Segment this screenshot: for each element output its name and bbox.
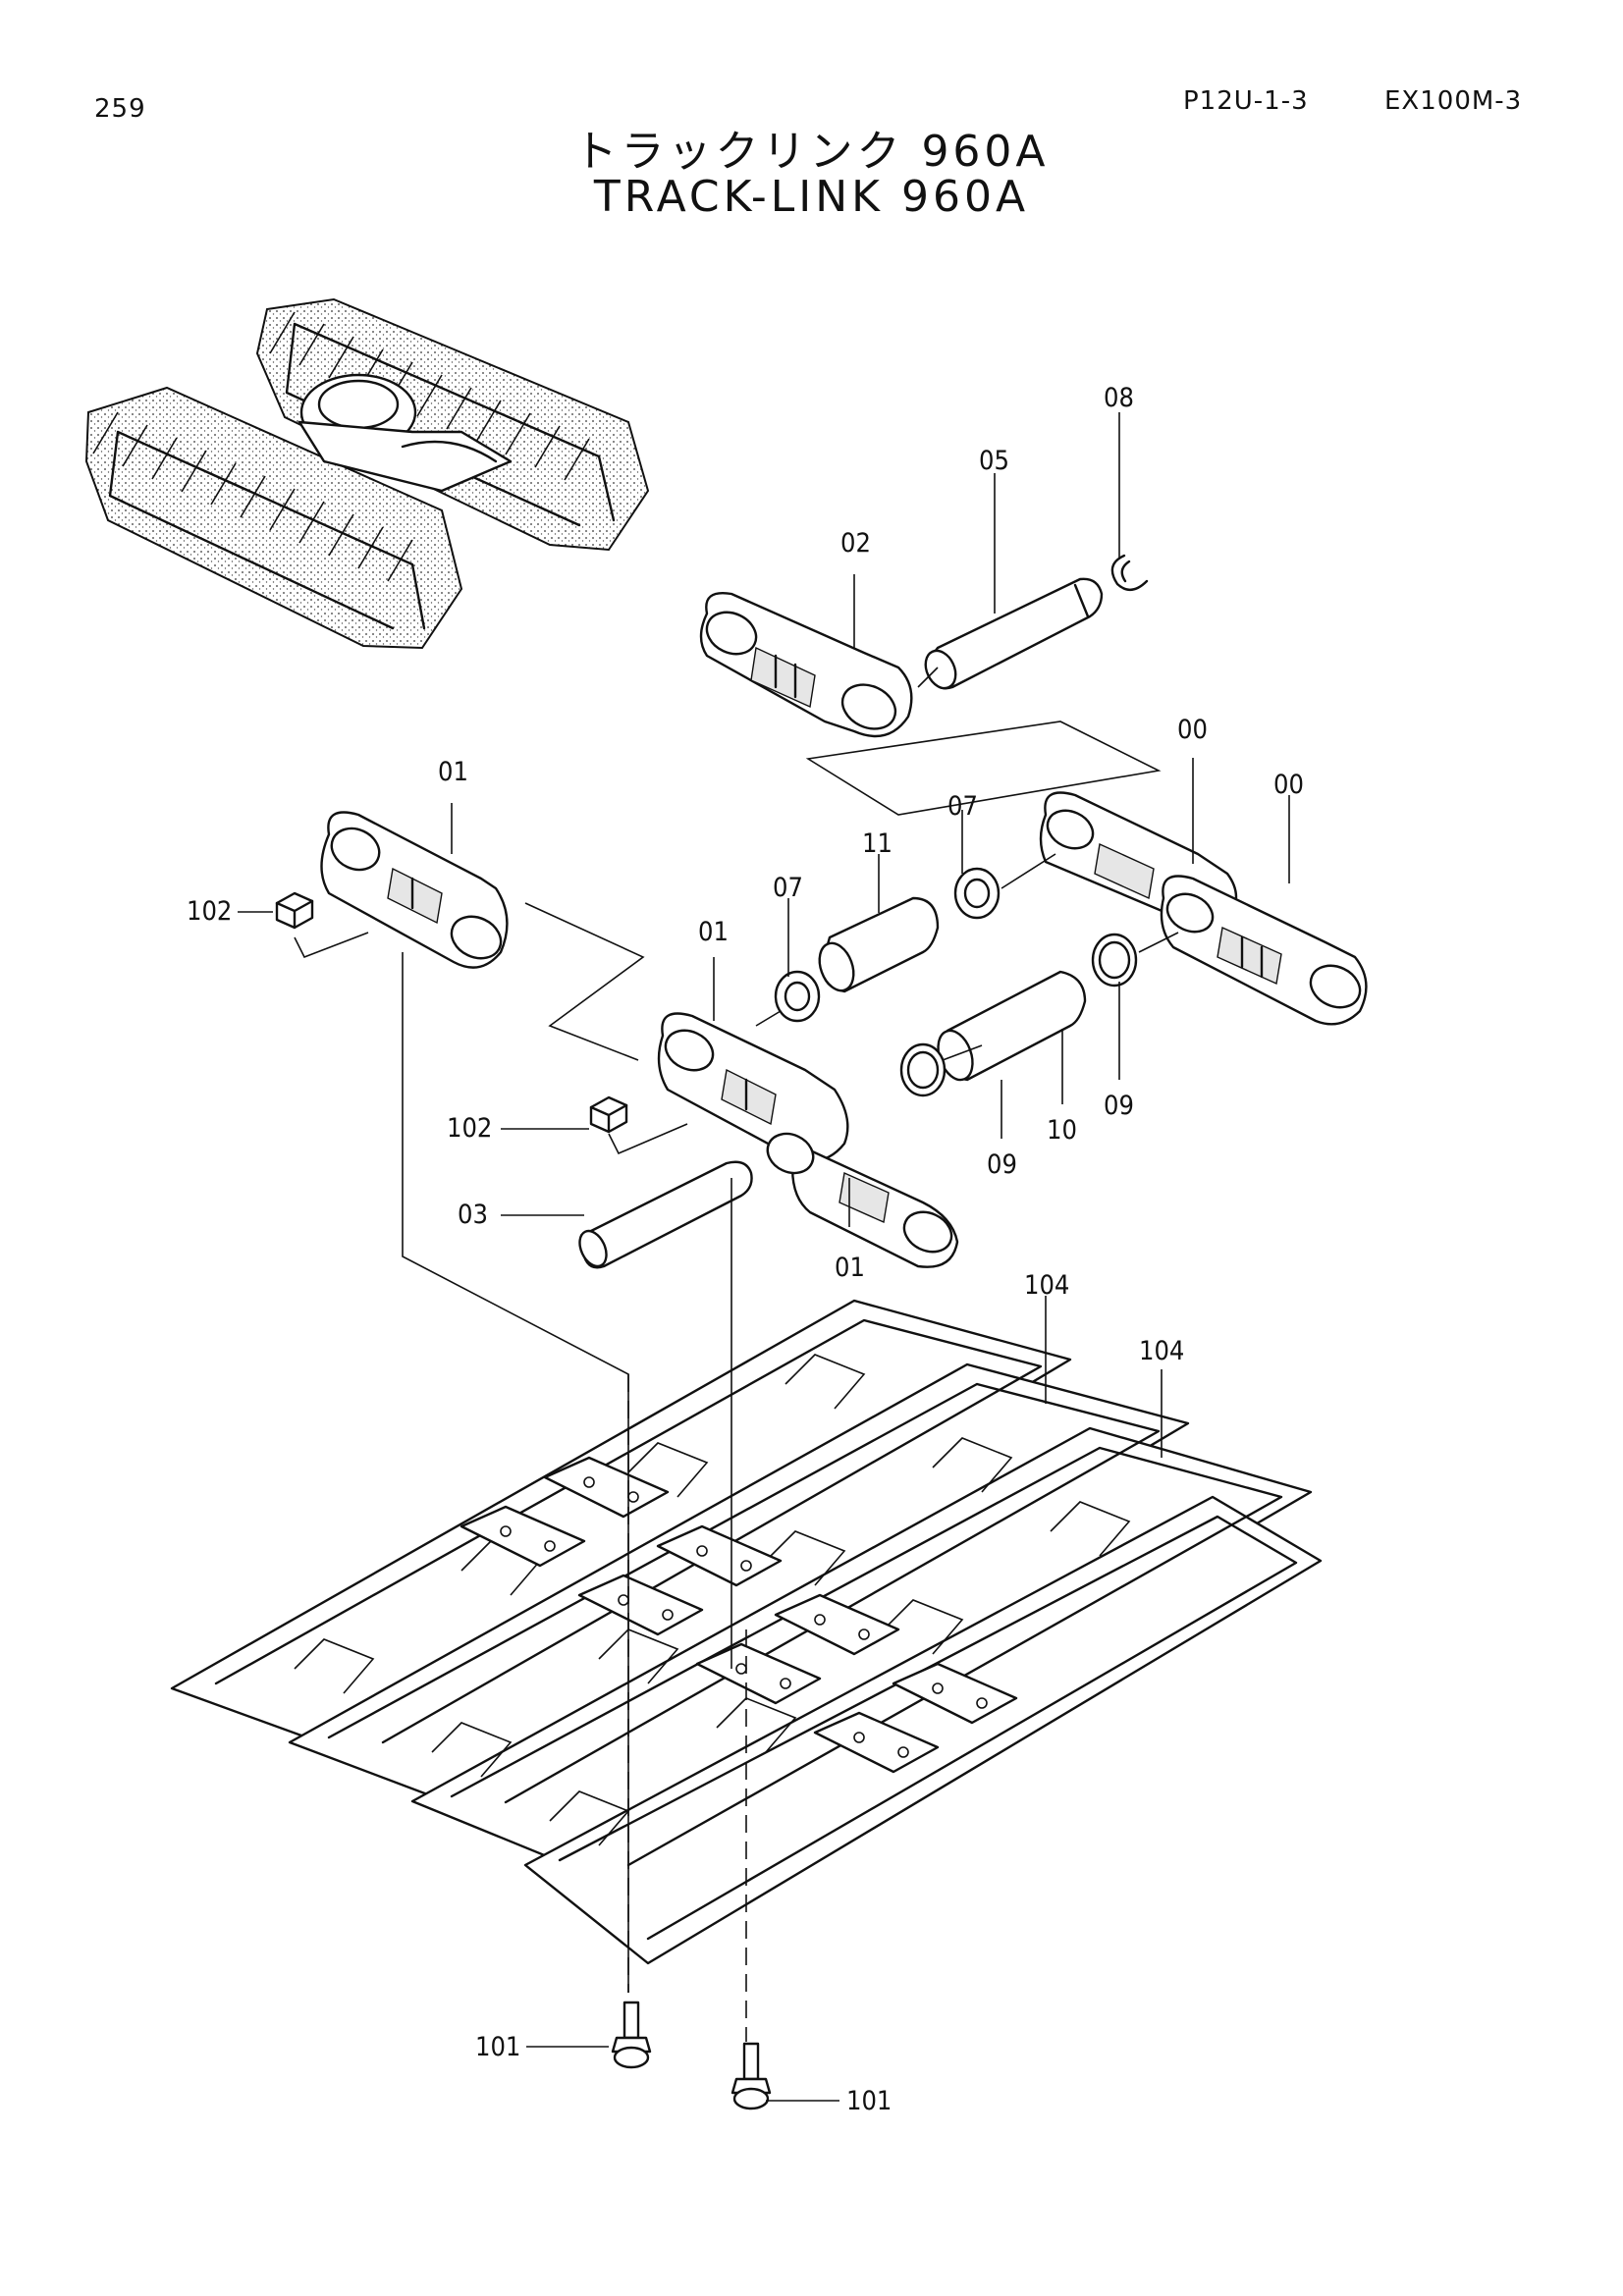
callout-00-rear: 00 xyxy=(1177,715,1208,745)
link-00-front xyxy=(1160,875,1368,1026)
link-01-left xyxy=(320,811,509,969)
model-code: EX100M-3 xyxy=(1384,86,1523,116)
undercarriage-overview xyxy=(84,297,650,650)
callout-101-right: 101 xyxy=(846,2086,892,2116)
callout-05: 05 xyxy=(979,446,1009,476)
callout-101-left: 101 xyxy=(475,2032,520,2062)
callout-00-front: 00 xyxy=(1273,770,1304,800)
master-pin-05 xyxy=(924,577,1104,690)
callout-102-upper: 102 xyxy=(187,896,232,927)
callout-09-right: 09 xyxy=(1104,1091,1134,1121)
callout-leaders xyxy=(238,412,1290,2102)
page-number: 259 xyxy=(94,94,146,124)
figure-code: P12U-1-3 xyxy=(1183,86,1309,116)
track-shoes-104 xyxy=(170,1299,1323,1965)
link-01-lower xyxy=(766,1132,959,1268)
bolt-101-left xyxy=(611,2001,652,2069)
link-02 xyxy=(699,592,913,738)
seal-07-b xyxy=(953,867,1001,920)
nut-102-upper xyxy=(275,891,314,930)
callout-104-right: 104 xyxy=(1139,1336,1184,1366)
callout-09-left: 09 xyxy=(987,1149,1017,1180)
bushing-11 xyxy=(818,896,940,993)
callout-11: 11 xyxy=(862,828,893,859)
seal-09-b xyxy=(1091,933,1138,988)
callout-102-lower: 102 xyxy=(447,1113,492,1144)
link-01-center xyxy=(657,1012,849,1163)
snap-ring-08 xyxy=(1110,554,1149,591)
callout-07-left: 07 xyxy=(773,873,803,903)
callout-10: 10 xyxy=(1047,1115,1077,1146)
title-english: TRACK-LINK 960A xyxy=(593,172,1030,222)
callout-08: 08 xyxy=(1104,383,1134,413)
seal-09-a xyxy=(899,1042,947,1097)
callout-104-left: 104 xyxy=(1024,1270,1069,1301)
bolt-101-right xyxy=(730,2042,772,2110)
seal-07-a xyxy=(774,970,821,1023)
pin-03 xyxy=(578,1160,753,1269)
callout-07-right: 07 xyxy=(947,791,978,822)
callout-01-upper-left: 01 xyxy=(438,757,468,787)
callout-03: 03 xyxy=(458,1200,488,1230)
assembly-lines xyxy=(294,667,1179,2042)
callout-01-center: 01 xyxy=(698,917,729,947)
callout-02: 02 xyxy=(840,528,871,559)
title-japanese: トラックリンク 960A xyxy=(573,127,1050,177)
nut-102-lower xyxy=(589,1095,628,1134)
callout-01-lower: 01 xyxy=(835,1253,865,1283)
